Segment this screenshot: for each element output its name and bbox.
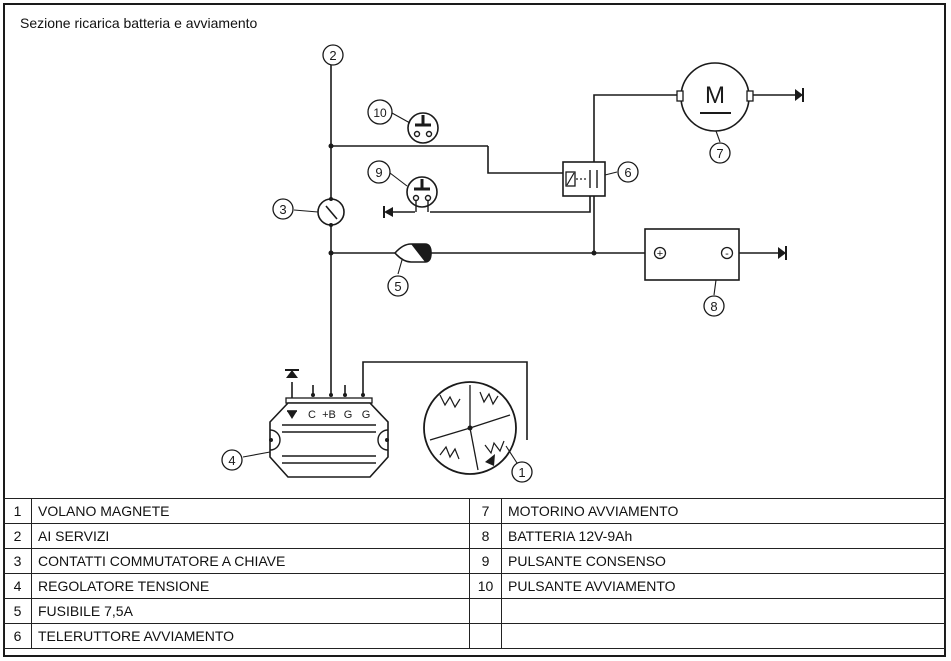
leader-line <box>713 279 717 296</box>
leader-line <box>391 112 411 124</box>
key-switch-symbol <box>317 197 345 227</box>
callout-10: 10 <box>367 99 393 125</box>
legend-number: 2 <box>3 523 32 549</box>
legend-label: CONTATTI COMMUTATORE A CHIAVE <box>31 548 470 574</box>
wire-to-relay-coil <box>487 146 565 174</box>
callout-2: 2 <box>322 44 344 66</box>
callout-8: 8 <box>703 295 725 317</box>
voltage-regulator-symbol: C +B G G <box>269 397 389 478</box>
regulator-terminal-b: +B <box>322 409 336 421</box>
svg-text:3: 3 <box>279 202 286 217</box>
leader-line <box>604 171 618 176</box>
svg-text:2: 2 <box>329 48 336 63</box>
legend-number: 10 <box>469 573 502 599</box>
callouts: 1 2 3 4 5 6 7 8 <box>221 44 731 483</box>
leader-line <box>715 130 721 143</box>
junction-dot <box>328 250 334 256</box>
wire-button9-relay <box>430 194 591 213</box>
legend-label: FUSIBILE 7,5A <box>31 598 470 624</box>
legend-label: VOLANO MAGNETE <box>31 498 470 524</box>
callout-9: 9 <box>367 160 391 184</box>
junction-dot <box>311 393 315 397</box>
svg-text:4: 4 <box>228 453 235 468</box>
svg-text:1: 1 <box>518 465 525 480</box>
legend-label: BATTERIA 12V-9Ah <box>501 523 946 549</box>
ground-arrow-icon <box>383 206 393 218</box>
legend-number: 9 <box>469 548 502 574</box>
legend-label <box>501 598 946 624</box>
legend-label: TELERUTTORE AVVIAMENTO <box>31 623 470 649</box>
leader-line <box>242 451 271 458</box>
battery-plus-label: + <box>657 248 663 260</box>
svg-text:10: 10 <box>373 106 387 120</box>
legend-number: 6 <box>3 623 32 649</box>
legend-number: 8 <box>469 523 502 549</box>
regulator-terminal-g2: G <box>362 409 371 421</box>
callout-7: 7 <box>709 142 731 164</box>
junction-dot <box>591 250 597 256</box>
legend-row: 1 VOLANO MAGNETE 7 MOTORINO AVVIAMENTO <box>3 498 946 524</box>
leader-line <box>505 445 518 464</box>
diagram-title: Sezione ricarica batteria e avviamento <box>20 15 258 31</box>
legend-number: 1 <box>3 498 32 524</box>
legend-table: 1 VOLANO MAGNETE 7 MOTORINO AVVIAMENTO 2… <box>3 498 946 649</box>
ground-arrow-icon <box>795 88 804 102</box>
fuse-symbol <box>393 243 432 263</box>
svg-text:7: 7 <box>716 146 723 161</box>
legend-row: 4 REGOLATORE TENSIONE 10 PULSANTE AVVIAM… <box>3 573 946 599</box>
legend-label: AI SERVIZI <box>31 523 470 549</box>
svg-text:8: 8 <box>710 299 717 314</box>
ground-arrow-icon <box>778 246 787 260</box>
legend-row: 3 CONTATTI COMMUTATORE A CHIAVE 9 PULSAN… <box>3 548 946 574</box>
leader-line <box>389 172 408 187</box>
callout-1: 1 <box>511 461 533 483</box>
relay-symbol <box>562 161 606 197</box>
junction-dot <box>328 143 334 149</box>
battery-symbol: + - <box>644 228 740 281</box>
battery-minus-label: - <box>725 248 729 260</box>
legend-label: REGOLATORE TENSIONE <box>31 573 470 599</box>
legend-label <box>501 623 946 649</box>
callout-6: 6 <box>617 161 639 183</box>
motor-letter: M <box>705 82 725 109</box>
button10-symbol <box>407 112 439 144</box>
legend-row: 5 FUSIBILE 7,5A <box>3 598 946 624</box>
callout-4: 4 <box>221 449 243 471</box>
legend-number <box>469 598 502 624</box>
callout-3: 3 <box>272 198 294 220</box>
svg-text:6: 6 <box>624 165 631 180</box>
leader-line <box>293 209 319 213</box>
legend-label: PULSANTE AVVIAMENTO <box>501 573 946 599</box>
flywheel-magneto-symbol <box>423 381 517 475</box>
ground-arrow-icon <box>285 369 299 378</box>
svg-text:9: 9 <box>375 165 382 180</box>
junction-dot <box>343 393 347 397</box>
leader-line <box>397 259 403 275</box>
wire-regulator-flywheel <box>362 361 528 440</box>
regulator-terminal-g1: G <box>344 409 353 421</box>
legend-number: 4 <box>3 573 32 599</box>
legend-number: 3 <box>3 548 32 574</box>
button9-symbol <box>406 176 438 212</box>
legend-row: 2 AI SERVIZI 8 BATTERIA 12V-9Ah <box>3 523 946 549</box>
legend-label: MOTORINO AVVIAMENTO <box>501 498 946 524</box>
svg-text:5: 5 <box>394 279 401 294</box>
junction-dot <box>361 393 365 397</box>
legend-row: 6 TELERUTTORE AVVIAMENTO <box>3 623 946 649</box>
legend-number: 7 <box>469 498 502 524</box>
starter-motor-symbol: M <box>676 62 754 132</box>
wiring-diagram: M + - C +B G G <box>221 44 804 483</box>
diagram-frame <box>3 3 946 657</box>
legend-label: PULSANTE CONSENSO <box>501 548 946 574</box>
wire-relay-motor <box>593 94 680 166</box>
legend-number: 5 <box>3 598 32 624</box>
callout-5: 5 <box>387 275 409 297</box>
legend-number <box>469 623 502 649</box>
junction-dot <box>329 393 333 397</box>
regulator-terminal-c: C <box>308 409 316 421</box>
